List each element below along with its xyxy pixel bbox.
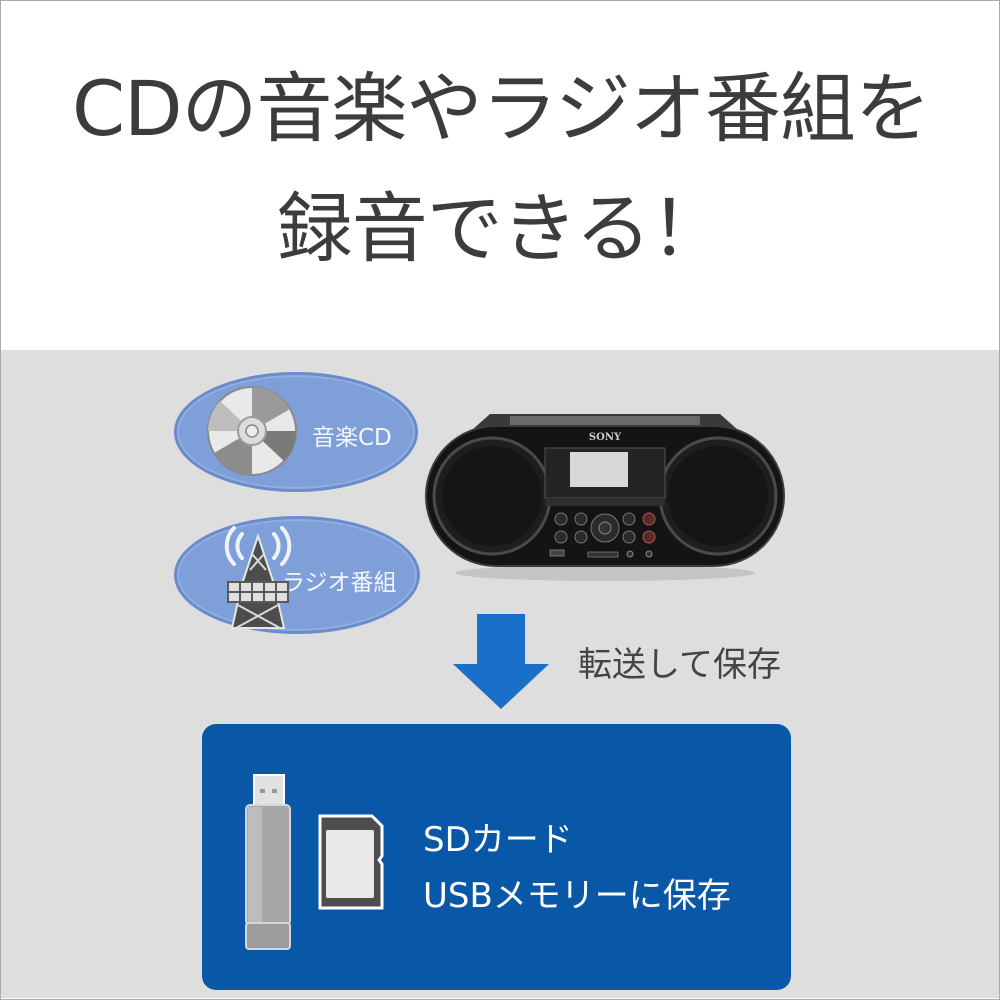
- cd-disc-icon: [207, 386, 297, 476]
- headline-line-2: 録音できる！: [276, 184, 726, 273]
- svg-text:SONY: SONY: [589, 432, 622, 443]
- storage-line-sd-card: SDカード: [423, 820, 573, 860]
- down-arrow-icon: [453, 614, 549, 709]
- radio-tower-icon: [224, 526, 292, 629]
- source-badge-radio: [174, 516, 420, 634]
- headline-area: CDの音楽やラジオ番組を 録音できる！: [1, 1, 999, 350]
- source-label-radio: ラジオ番組: [282, 570, 397, 596]
- cd-radio-boombox-image: SONY: [425, 414, 785, 581]
- transfer-label: 転送して保存: [578, 645, 781, 685]
- storage-panel: [202, 724, 791, 990]
- storage-line-usb-memory: USBメモリーに保存: [423, 876, 731, 916]
- usb-drive-icon: [245, 774, 291, 950]
- headline-line-1: CDの音楽やラジオ番組を: [71, 64, 931, 153]
- sd-card-icon: [318, 814, 384, 910]
- source-label-music-cd: 音楽CD: [312, 425, 392, 451]
